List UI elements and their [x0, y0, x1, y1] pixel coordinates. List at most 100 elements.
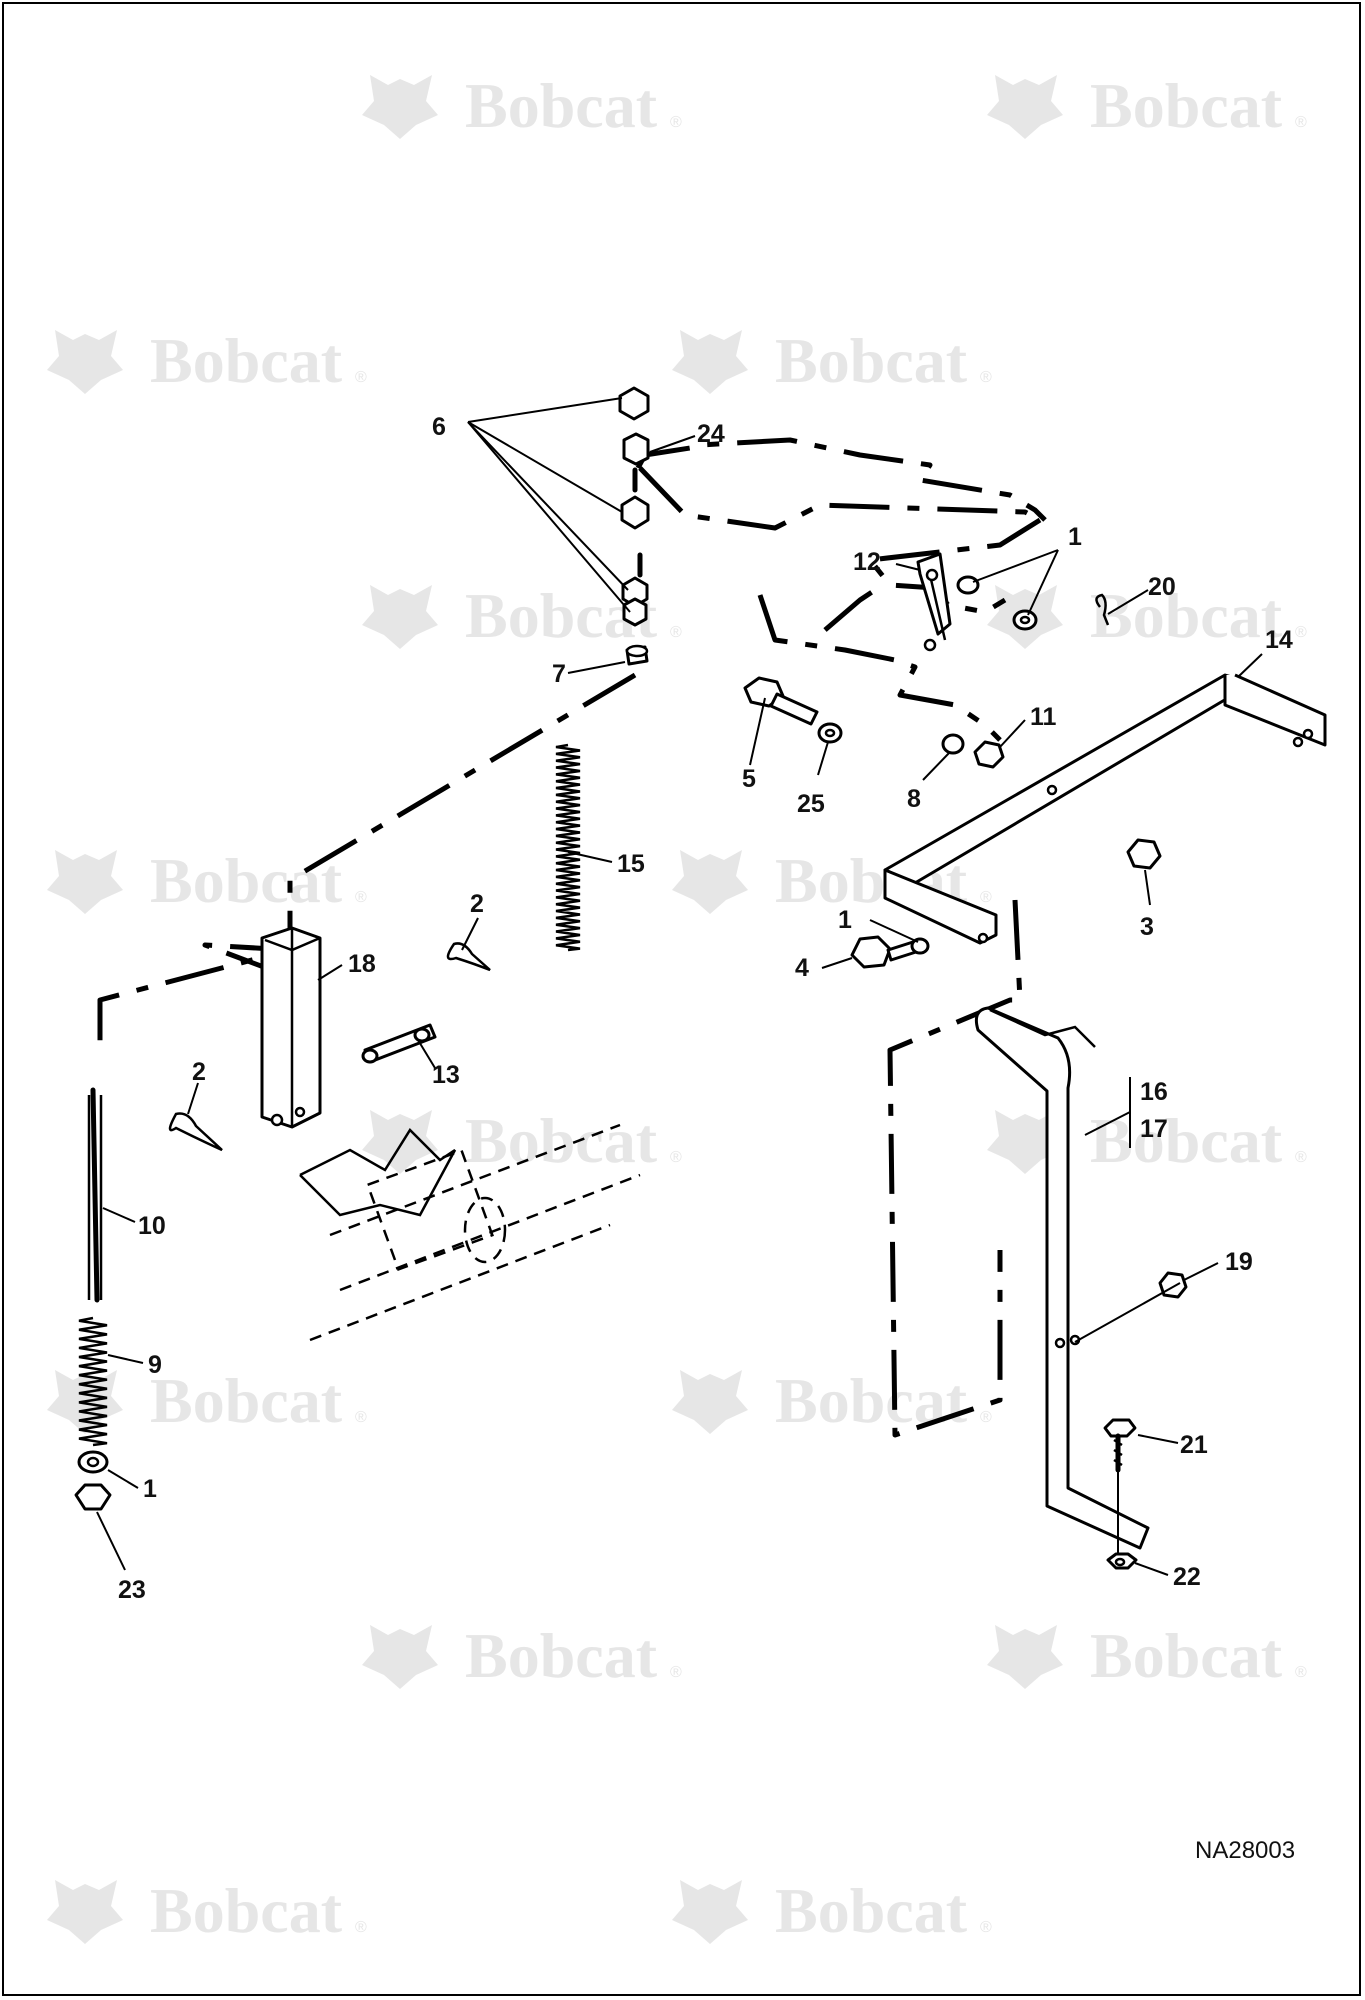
watermark-trademark: ®: [980, 1919, 992, 1936]
callout-5: 5: [742, 765, 756, 793]
callout-17: 17: [1140, 1115, 1168, 1143]
callout-25: 25: [797, 790, 825, 818]
nut-19: [1158, 1271, 1188, 1299]
callout-9: 9: [148, 1351, 162, 1379]
watermark-text: Bobcat: [465, 1105, 658, 1176]
watermark-text: Bobcat: [465, 1620, 658, 1691]
watermark-text: Bobcat: [775, 325, 968, 396]
bobcat-logo-icon: [672, 850, 748, 914]
callout-14: 14: [1265, 626, 1293, 654]
bobcat-logo-icon: [672, 1370, 748, 1434]
callout-15: 15: [617, 850, 645, 878]
watermark-text: Bobcat: [150, 1875, 343, 1946]
bobcat-logo-icon: [987, 1625, 1063, 1689]
watermark-trademark: ®: [980, 889, 992, 906]
watermark-trademark: ®: [980, 1409, 992, 1426]
callout-labels: 6 24 1 12 20 14 7 11 5 25 8 15 3 1 4 2 1…: [118, 413, 1293, 1604]
bobcat-watermark: Bobcat ®: [47, 1365, 367, 1436]
watermark-trademark: ®: [1295, 624, 1307, 641]
clip-2-mid: [446, 942, 491, 972]
nut-stack-6: [618, 386, 650, 627]
bobcat-logo-icon: [47, 330, 123, 394]
figure-id: NA28003: [1195, 1837, 1295, 1864]
callout-13: 13: [432, 1061, 460, 1089]
watermark-text: Bobcat: [1090, 70, 1283, 141]
watermark-text: Bobcat: [1090, 580, 1283, 651]
watermark-trademark: ®: [355, 369, 367, 386]
bobcat-logo-icon: [362, 75, 438, 139]
watermark-layer: Bobcat ® Bobcat ® Bobcat ® Bobcat ® Bobcat ® Bobca…: [47, 70, 1307, 1946]
bobcat-watermark: Bobcat ®: [47, 1875, 367, 1946]
bobcat-logo-icon: [47, 1880, 123, 1944]
callout-7: 7: [552, 660, 566, 688]
watermark-trademark: ®: [670, 1149, 682, 1166]
watermark-text: Bobcat: [150, 845, 343, 916]
washer-25: [817, 722, 843, 744]
watermark-trademark: ®: [355, 889, 367, 906]
callout-16: 16: [1140, 1078, 1168, 1106]
bobcat-logo-icon: [672, 1880, 748, 1944]
bobcat-watermark: Bobcat ®: [362, 1620, 682, 1691]
callout-11: 11: [1030, 703, 1057, 731]
callout-8: 8: [907, 785, 921, 813]
watermark-text: Bobcat: [465, 70, 658, 141]
callout-6: 6: [432, 413, 446, 441]
bobcat-watermark: Bobcat®: [672, 1875, 992, 1946]
bracket-16-17: [974, 1006, 1150, 1550]
spring-coil: [78, 1316, 108, 1447]
callout-24: 24: [697, 420, 725, 448]
callout-2-left: 2: [192, 1058, 206, 1086]
cotter-pin-20: [1095, 593, 1110, 626]
bobcat-logo-icon: [47, 850, 123, 914]
callout-18: 18: [348, 950, 376, 978]
bobcat-watermark: Bobcat ®: [672, 325, 992, 396]
bobcat-logo-icon: [672, 330, 748, 394]
watermark-text: Bobcat: [150, 1365, 343, 1436]
bolt-21: [1103, 1418, 1137, 1473]
clip-2-left: [168, 1112, 223, 1152]
bushing-7: [625, 644, 649, 666]
watermark-trademark: ®: [980, 369, 992, 386]
bobcat-logo-icon: [987, 1110, 1063, 1174]
watermark-trademark: ®: [1295, 1664, 1307, 1681]
bobcat-watermark: Bobcat ®: [362, 1105, 682, 1176]
bobcat-logo-icon: [362, 1110, 438, 1174]
bolt-4: [850, 935, 930, 969]
bobcat-watermark: Bobcat®: [987, 1105, 1307, 1176]
threaded-rod-10: [87, 1087, 103, 1303]
sleeve-18: [260, 926, 322, 1129]
spring-15: [555, 743, 581, 952]
watermark-trademark: ®: [355, 1409, 367, 1426]
bobcat-logo-icon: [362, 585, 438, 649]
spring-coil: [555, 743, 581, 952]
shaft-hidden-lines: [299, 1123, 641, 1342]
nut-3: [1126, 838, 1162, 870]
bobcat-logo-icon: [362, 1625, 438, 1689]
watermark-trademark: ®: [670, 114, 682, 131]
leader-lines: [96, 397, 1263, 1576]
watermark-text: Bobcat: [150, 325, 343, 396]
bobcat-watermark: Bobcat ®: [47, 845, 367, 916]
callout-10: 10: [138, 1212, 166, 1240]
nut-23: [74, 1483, 112, 1511]
callout-3: 3: [1140, 913, 1154, 941]
nut-22: [1106, 1552, 1138, 1570]
watermark-trademark: ®: [670, 1664, 682, 1681]
bobcat-watermark: Bobcat ®: [362, 70, 682, 141]
bracket-12: [916, 552, 952, 652]
watermark-text: Bobcat: [775, 1365, 968, 1436]
bobcat-watermark: Bobcat®: [987, 70, 1307, 141]
watermark-trademark: ®: [1295, 1149, 1307, 1166]
callout-4: 4: [795, 954, 809, 982]
bobcat-watermark: Bobcat®: [987, 1620, 1307, 1691]
watermark-trademark: ®: [355, 1919, 367, 1936]
nut-11: [973, 740, 1005, 769]
bobcat-watermark: Bobcat ®: [672, 1365, 992, 1436]
watermark-trademark: ®: [670, 624, 682, 641]
lever-arm-14: [883, 673, 1327, 945]
pin-13: [361, 1023, 437, 1064]
callout-1-top: 1: [1068, 523, 1082, 551]
bobcat-watermark: Bobcat ®: [47, 325, 367, 396]
callout-1-mid: 1: [838, 906, 852, 934]
